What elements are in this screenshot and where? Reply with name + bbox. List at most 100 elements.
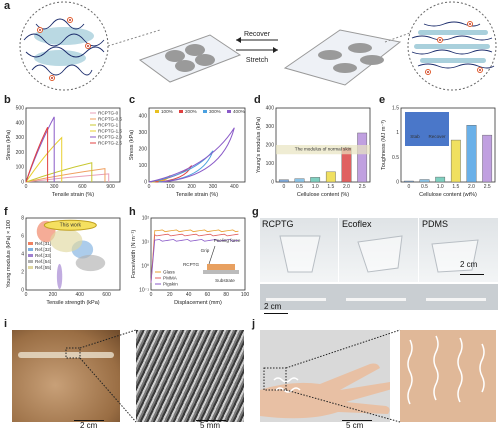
legend-swatch [28, 260, 33, 263]
x-axis-label: Displacement (mm) [174, 300, 222, 306]
annotation-peeling-force: Peeling force [214, 238, 241, 243]
y-tick-label: 6 [21, 234, 24, 240]
bar [435, 176, 446, 183]
panel-j: j 5 cm [250, 318, 500, 434]
x-tick-label: 0 [25, 184, 28, 190]
legend-entry: Pigskin [163, 282, 178, 287]
legend-entry: 200% [185, 109, 197, 114]
x-tick-label: 20 [167, 292, 173, 298]
panel-label-b: b [4, 94, 11, 106]
annotation-grip: Grip [201, 248, 210, 253]
plot-frame [148, 107, 246, 183]
scalebar-g-2 [264, 313, 288, 315]
annotation-rcptg: RCPTG [183, 262, 200, 267]
legend-entry: Ref.[33] [35, 253, 51, 258]
y-axis-label: Young modulus (kPa) × 100 [6, 220, 12, 288]
legend-entry: Ref.[55] [35, 265, 51, 270]
y-tick-label: 10⁻¹ [139, 288, 149, 294]
photo-j-fingers [400, 330, 496, 422]
x-tick-label: 200 [49, 292, 58, 298]
photo-g-cups: RCPTG Ecoflex PDMS 2 cm [260, 218, 498, 282]
device-stretched [283, 29, 402, 86]
peel-curve-Glass [150, 229, 239, 283]
region-Ref.[54] [75, 254, 106, 272]
x-tick-label: 0 [25, 292, 28, 298]
y-axis-label: Young's modulus (kPa) [256, 117, 262, 173]
scale-i-2: 5 mm [200, 421, 220, 430]
hysteresis-loop-300% [148, 150, 214, 183]
plot-frame [25, 107, 121, 183]
bar [278, 179, 289, 183]
x-axis-label: Tensile strain (%) [176, 192, 218, 198]
x-axis-label: Tensile strain (%) [52, 192, 94, 198]
chart-f-ashby: Tensile strength (kPa)Young modulus (kPa… [6, 216, 121, 306]
peel-curve-PMMA [150, 233, 239, 283]
rcptg-layer [207, 264, 235, 270]
recover-label: Recover [244, 31, 271, 38]
x-tick-label: 100 [241, 292, 250, 298]
legend-entry: Ref.[54] [35, 259, 51, 264]
peel-curve-Pigskin [150, 239, 239, 283]
scalebar-i-2 [196, 420, 226, 422]
y-axis-label: Force/width (N m⁻¹) [131, 230, 137, 279]
x-tick-label: 900 [106, 184, 115, 190]
y-tick-label: 100 [266, 161, 275, 167]
y-tick-label: 1.5 [392, 106, 399, 112]
y-axis-label: Toughness (MJ m⁻³) [381, 120, 387, 170]
panel-label-i: i [4, 318, 8, 330]
bar [482, 134, 493, 183]
y-tick-label: 10² [142, 216, 150, 222]
label-ecoflex: Ecoflex [342, 219, 372, 229]
device-relaxed [138, 34, 242, 83]
y-tick-label: 300 [16, 135, 25, 141]
scalebar-j-1 [342, 420, 372, 422]
panel-a: a [0, 0, 500, 92]
x-axis-label: Cellulose content (%) [297, 192, 349, 198]
y-tick-label: 400 [16, 120, 25, 126]
legend-entry: RCPTG-0.5 [98, 117, 122, 122]
plot-frame [400, 107, 496, 183]
y-tick-label: 0 [396, 180, 399, 186]
x-tick-label: 0 [282, 184, 285, 190]
x-tick-label: 1.5 [327, 184, 334, 190]
x-tick-label: 0 [148, 184, 151, 190]
x-tick-label: 2.5 [359, 184, 366, 190]
inset-label-recover: Recover [428, 134, 446, 139]
x-tick-label: 1.5 [452, 184, 459, 190]
legend-entry: RCPTG-0 [98, 111, 119, 116]
x-tick-label: 600 [102, 292, 111, 298]
recover-stretch-arrows: Recover Stretch [236, 31, 278, 64]
plot-frame [25, 217, 121, 291]
x-tick-label: 2.0 [343, 184, 350, 190]
y-tick-label: 1 [396, 130, 399, 136]
panel-label-d: d [254, 94, 261, 106]
finger-sensors [407, 335, 485, 405]
legend-swatch [28, 266, 33, 269]
y-tick-label: 400 [266, 106, 275, 112]
panel-label-f: f [4, 206, 8, 218]
legend-swatch [28, 254, 33, 257]
photo-j-hand [260, 330, 390, 422]
bar [450, 139, 461, 183]
hysteresis-loop-400% [148, 127, 235, 183]
panel-g: g RCPTG Ecoflex PDMS 2 cm 2 cm [250, 206, 500, 316]
x-tick-label: 60 [205, 292, 211, 298]
bar [357, 132, 368, 183]
y-tick-label: 200 [139, 147, 148, 153]
y-tick-label: 400 [139, 114, 148, 120]
series-line-RCPTG-0.5 [25, 168, 106, 183]
inset-label-stab: Stab [410, 134, 420, 139]
skin-modulus-band [276, 145, 370, 155]
series-line-RCPTG-2.0 [25, 116, 55, 183]
panel-label-e: e [379, 94, 386, 106]
annotation-substrate: Substrate [215, 278, 235, 283]
y-tick-label: 500 [16, 106, 25, 112]
bar [325, 171, 336, 183]
legend-entry: Ref.[32] [35, 247, 51, 252]
x-tick-label: 2.5 [484, 184, 491, 190]
legend-entry: RCPTG-2.0 [98, 135, 122, 140]
label-pdms: PDMS [422, 219, 449, 229]
